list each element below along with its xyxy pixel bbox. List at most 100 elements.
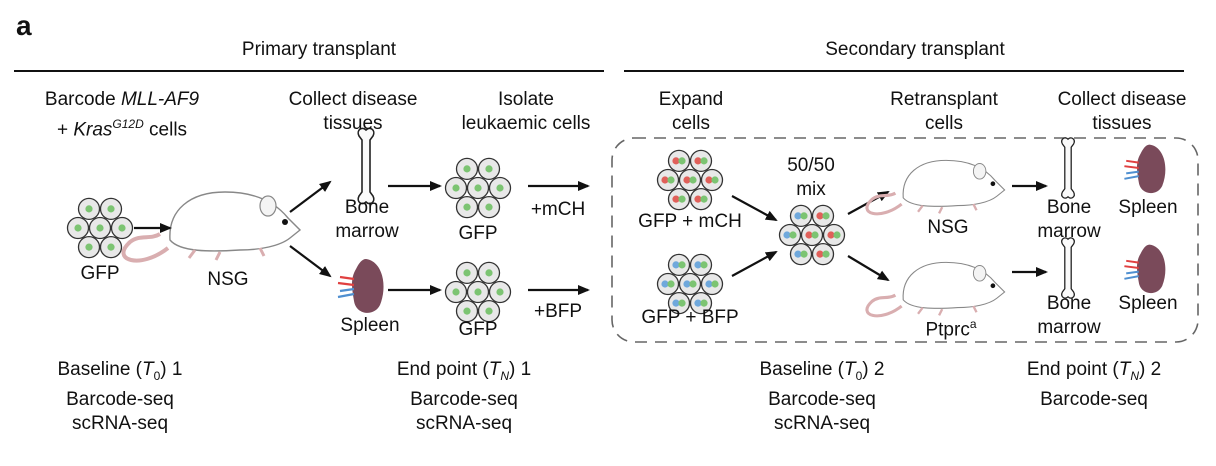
cell-marker [672, 195, 680, 203]
label-bone-marrow-2b: Bone marrow [1034, 292, 1104, 340]
mouse-nsg-secondary [865, 158, 1007, 216]
assay-scrna-seq: scRNA-seq [773, 412, 871, 434]
gfp-cell-cluster-top [444, 157, 512, 219]
cell-marker [689, 280, 697, 288]
cell-marker [789, 231, 797, 239]
tp-var: T [844, 359, 856, 380]
tp-sub: N [500, 368, 509, 383]
ptprc-sup: a [969, 317, 977, 331]
gfp-bfp-cell-cluster [656, 253, 724, 315]
step-retransplant: Retransplant cells [874, 88, 1014, 136]
label-line: marrow [1037, 317, 1101, 338]
label-line: 50/50 [787, 155, 835, 176]
cell-marker [794, 212, 802, 220]
label-mix: 50/50 mix [776, 154, 846, 202]
label-line: Bone [1046, 293, 1092, 314]
tp-pre: Baseline ( [57, 359, 143, 380]
step-line: tissues [1092, 113, 1152, 134]
arrow-mch-to-mix [731, 195, 778, 221]
label-bone-marrow-1: Bone marrow [332, 196, 402, 244]
spleen-icon-secondary-top [1123, 143, 1167, 195]
cell-marker [711, 280, 719, 288]
cell-marker [474, 184, 482, 192]
timepoint-baseline-2: Baseline (T0) 2 Barcode-seq scRNA-seq [722, 358, 922, 436]
cell-marker [683, 176, 691, 184]
label-plus-bfp: +BFP [533, 301, 583, 322]
step-line: cells [671, 113, 710, 134]
label-gfp-bfp: GFP + BFP [641, 307, 739, 328]
cell-marker [496, 288, 504, 296]
cell-marker [694, 261, 702, 269]
step-line: Collect disease [1057, 89, 1187, 110]
cell-marker [672, 261, 680, 269]
cell-marker [667, 176, 675, 184]
step-line: Collect disease [288, 89, 418, 110]
tp-sub: 0 [153, 368, 161, 383]
cell-marker [672, 299, 680, 307]
cell-marker [463, 269, 471, 277]
gfp-mch-cell-cluster [656, 149, 724, 211]
cell-marker [667, 280, 675, 288]
label-gfp-bottom: GFP [458, 319, 498, 340]
assay-barcode-seq: Barcode-seq [66, 388, 174, 410]
label-nsg-primary: NSG [207, 269, 249, 290]
label-spleen-2b: Spleen [1118, 293, 1178, 314]
cell-marker [496, 184, 504, 192]
cell-marker [485, 203, 493, 211]
cell-marker [661, 280, 669, 288]
cell-marker [485, 307, 493, 315]
gene-mll-af9: MLL-AF9 [120, 89, 200, 110]
plus-text: + [56, 119, 74, 141]
cell-marker [694, 299, 702, 307]
tp-var: T [1118, 359, 1131, 380]
cell-marker [711, 176, 719, 184]
arrow-mouse-to-bone [289, 180, 332, 213]
step-line: leukaemic cells [461, 113, 591, 134]
arrow-mix-to-ptprc [847, 255, 890, 282]
label-gfp-top: GFP [458, 223, 498, 244]
step-line: Expand [658, 89, 724, 110]
label-line: marrow [335, 221, 399, 242]
cell-marker [118, 224, 126, 232]
cell-marker [700, 157, 708, 165]
gene-kras: Kras [73, 119, 113, 141]
label-plus-mch: +mCH [530, 199, 586, 220]
tp-post: ) 2 [1139, 359, 1162, 380]
cell-marker [463, 203, 471, 211]
cell-marker [85, 205, 93, 213]
label-line: marrow [1037, 221, 1101, 242]
primary-transplant-header: Primary transplant [241, 39, 397, 60]
step-barcode-cells: Barcode MLL-AF9 + KrasG12D cells [12, 88, 232, 142]
cell-marker [452, 288, 460, 296]
mixed-cell-cluster [778, 204, 846, 266]
cell-marker [463, 165, 471, 173]
label-nsg-secondary: NSG [927, 217, 969, 238]
cell-marker [683, 280, 691, 288]
cell-marker [822, 250, 830, 258]
cell-marker [694, 195, 702, 203]
tp-pre: End point ( [396, 359, 489, 380]
mouse-nsg-primary [121, 190, 302, 263]
cell-marker [816, 250, 824, 258]
cell-marker [463, 307, 471, 315]
cell-marker [794, 250, 802, 258]
spleen-icon-primary [336, 257, 385, 314]
assay-scrna-seq: scRNA-seq [415, 412, 513, 434]
cell-marker [816, 212, 824, 220]
bone-icon-secondary-bottom [1061, 237, 1075, 299]
cells-text: cells [143, 119, 188, 141]
tp-pre: End point ( [1026, 359, 1119, 380]
tp-post: ) 1 [509, 359, 532, 380]
cell-marker [678, 157, 686, 165]
cell-marker [822, 212, 830, 220]
cell-marker [694, 157, 702, 165]
tp-var: T [488, 359, 501, 380]
cell-marker [661, 176, 669, 184]
step-line: tissues [323, 113, 383, 134]
tp-pre: Baseline ( [759, 359, 845, 380]
tp-sub: N [1130, 368, 1139, 383]
cell-marker [96, 224, 104, 232]
assay-barcode-seq: Barcode-seq [1040, 388, 1148, 410]
gfp-cell-cluster-start [66, 197, 134, 259]
